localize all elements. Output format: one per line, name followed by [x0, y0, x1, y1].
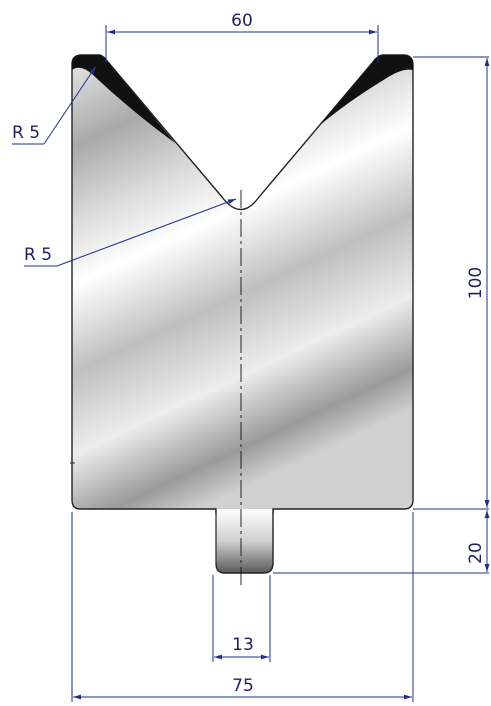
dim-tang-width-label: 13: [232, 635, 254, 655]
label-bottom-radius: R 5: [24, 245, 52, 265]
die-body: [71, 54, 414, 514]
dim-tang-height-label: 20: [466, 542, 486, 564]
leader-bottom-diag: [56, 198, 237, 267]
left-shoulder-chamfer: [72, 55, 175, 143]
leader-shoulder-diag: [43, 65, 97, 145]
dim-height-label: 100: [466, 267, 486, 299]
dim-total-width-label: 75: [232, 676, 254, 696]
label-shoulder-radius: R 5: [12, 123, 40, 143]
right-shoulder-chamfer: [320, 55, 413, 125]
die-tang: [215, 509, 274, 574]
dim-top-width-label: 60: [231, 11, 253, 31]
